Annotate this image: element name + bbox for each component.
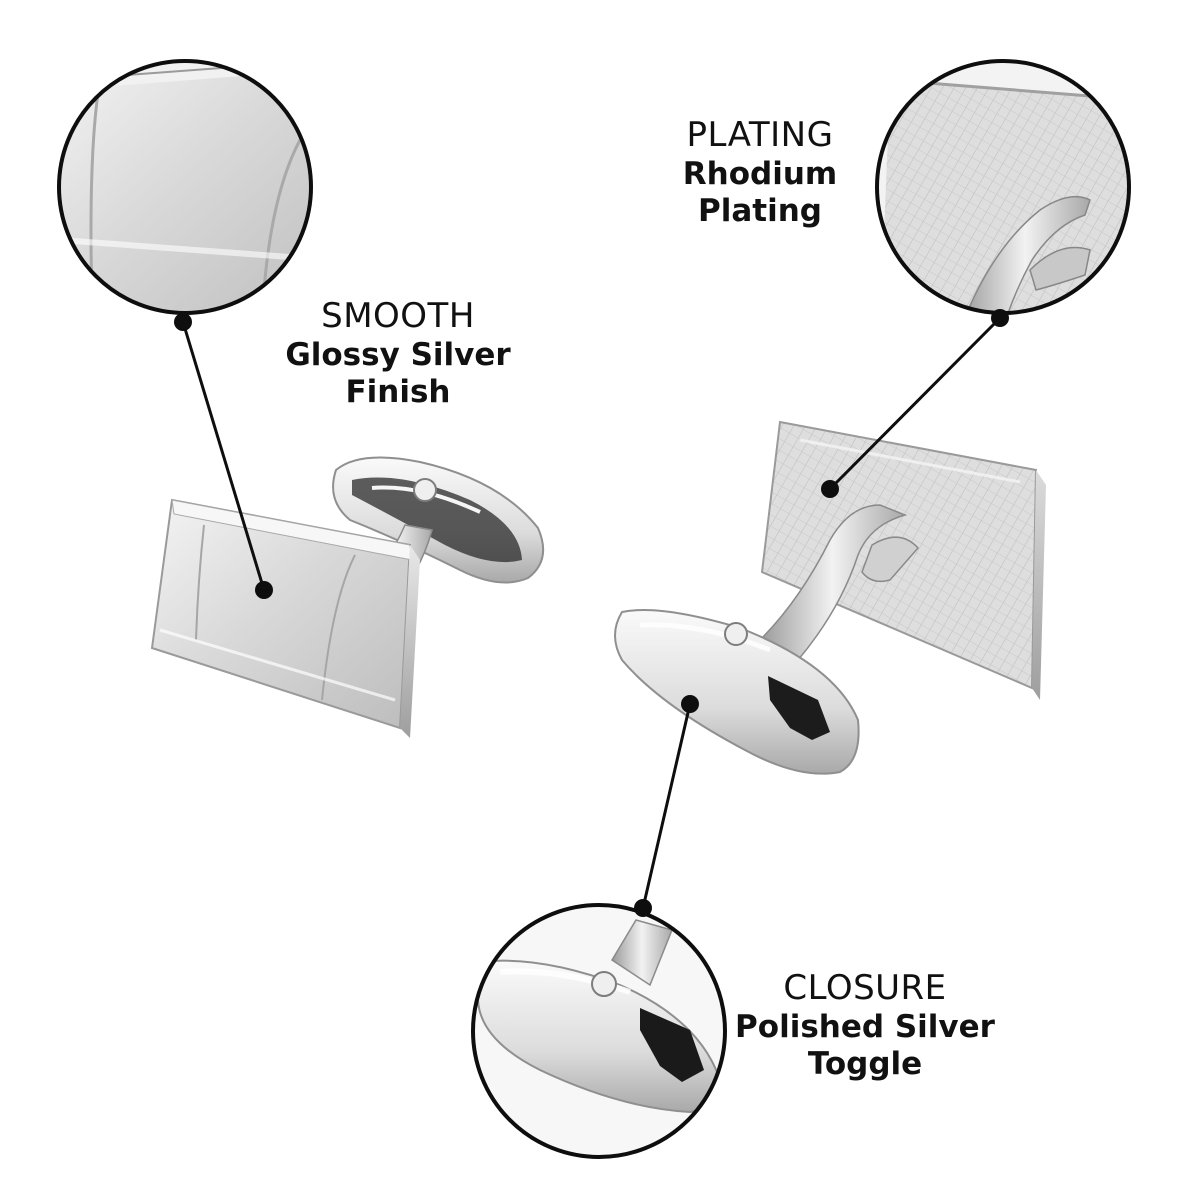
- connector-plating: [821, 309, 1009, 498]
- zoom-circle-rhodium-plating: [875, 59, 1131, 315]
- connector-closure: [634, 695, 699, 917]
- callout-smooth-kicker: SMOOTH: [321, 296, 475, 336]
- callout-closure: CLOSURE Polished Silver Toggle: [720, 968, 1010, 1083]
- left-cufflink-face: [150, 498, 420, 738]
- callout-smooth: SMOOTH Glossy Silver Finish: [268, 296, 528, 411]
- zoom-circle-silver-toggle: [471, 903, 727, 1159]
- callout-plating-kicker: PLATING: [686, 115, 834, 155]
- connector-smooth: [174, 313, 273, 599]
- right-cufflink: [614, 420, 1046, 775]
- right-cufflink-toggle: [614, 609, 860, 775]
- left-cufflink: [150, 456, 545, 738]
- callout-plating: PLATING Rhodium Plating: [660, 115, 860, 230]
- callout-closure-kicker: CLOSURE: [783, 968, 947, 1008]
- callout-plating-detail: Rhodium Plating: [682, 155, 838, 229]
- left-cufflink-toggle: [332, 456, 545, 584]
- right-cufflink-post: [758, 504, 920, 661]
- zoom-circle-smooth-finish: [57, 59, 313, 315]
- callout-smooth-detail: Glossy Silver Finish: [285, 336, 511, 410]
- callout-closure-detail: Polished Silver Toggle: [735, 1008, 995, 1082]
